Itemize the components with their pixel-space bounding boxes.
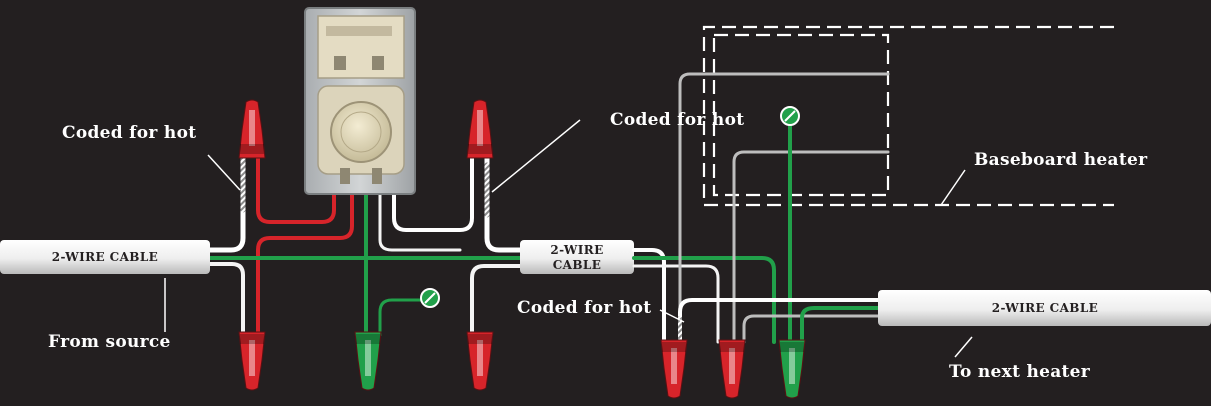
wire-connector-icon [660,339,688,399]
left-cable: 2-WIRE CABLE [0,240,210,332]
label-coded-hot-left: Coded for hot [62,123,196,143]
baseboard-heater-outline [702,25,1114,207]
right-cable: 2-WIRE CABLE [878,290,1211,358]
label-to-next-heater: To next heater [949,362,1091,382]
thermostat-wires-left [207,153,523,337]
middle-cable-label-line2: CABLE [553,258,602,272]
heater-wires [632,72,890,344]
label-coded-hot-top: Coded for hot [610,110,744,130]
green-ground-screw-icon [780,106,800,126]
wire-connector-icon [778,339,806,399]
label-baseboard-heater: Baseboard heater [974,150,1148,170]
thermostat-dial-icon [340,111,382,153]
wire-connector-icon [238,331,266,391]
leader-lines [207,119,685,323]
label-coded-hot-mid: Coded for hot [517,298,651,318]
wire-connector-icon [354,331,382,391]
left-cable-label: 2-WIRE CABLE [52,250,158,264]
wire-connector-icon [238,99,266,159]
middle-cable-label-line1: 2-WIRE [550,243,603,257]
wire-connector-icon [466,99,494,159]
middle-cable: 2-WIRE CABLE [520,240,634,274]
wire-connector-icon [466,331,494,391]
thermostat-box [304,7,416,195]
right-cable-label: 2-WIRE CABLE [992,301,1098,315]
label-from-source: From source [48,332,171,352]
green-ground-screw-icon [420,288,440,308]
wire-connector-icon [718,339,746,399]
